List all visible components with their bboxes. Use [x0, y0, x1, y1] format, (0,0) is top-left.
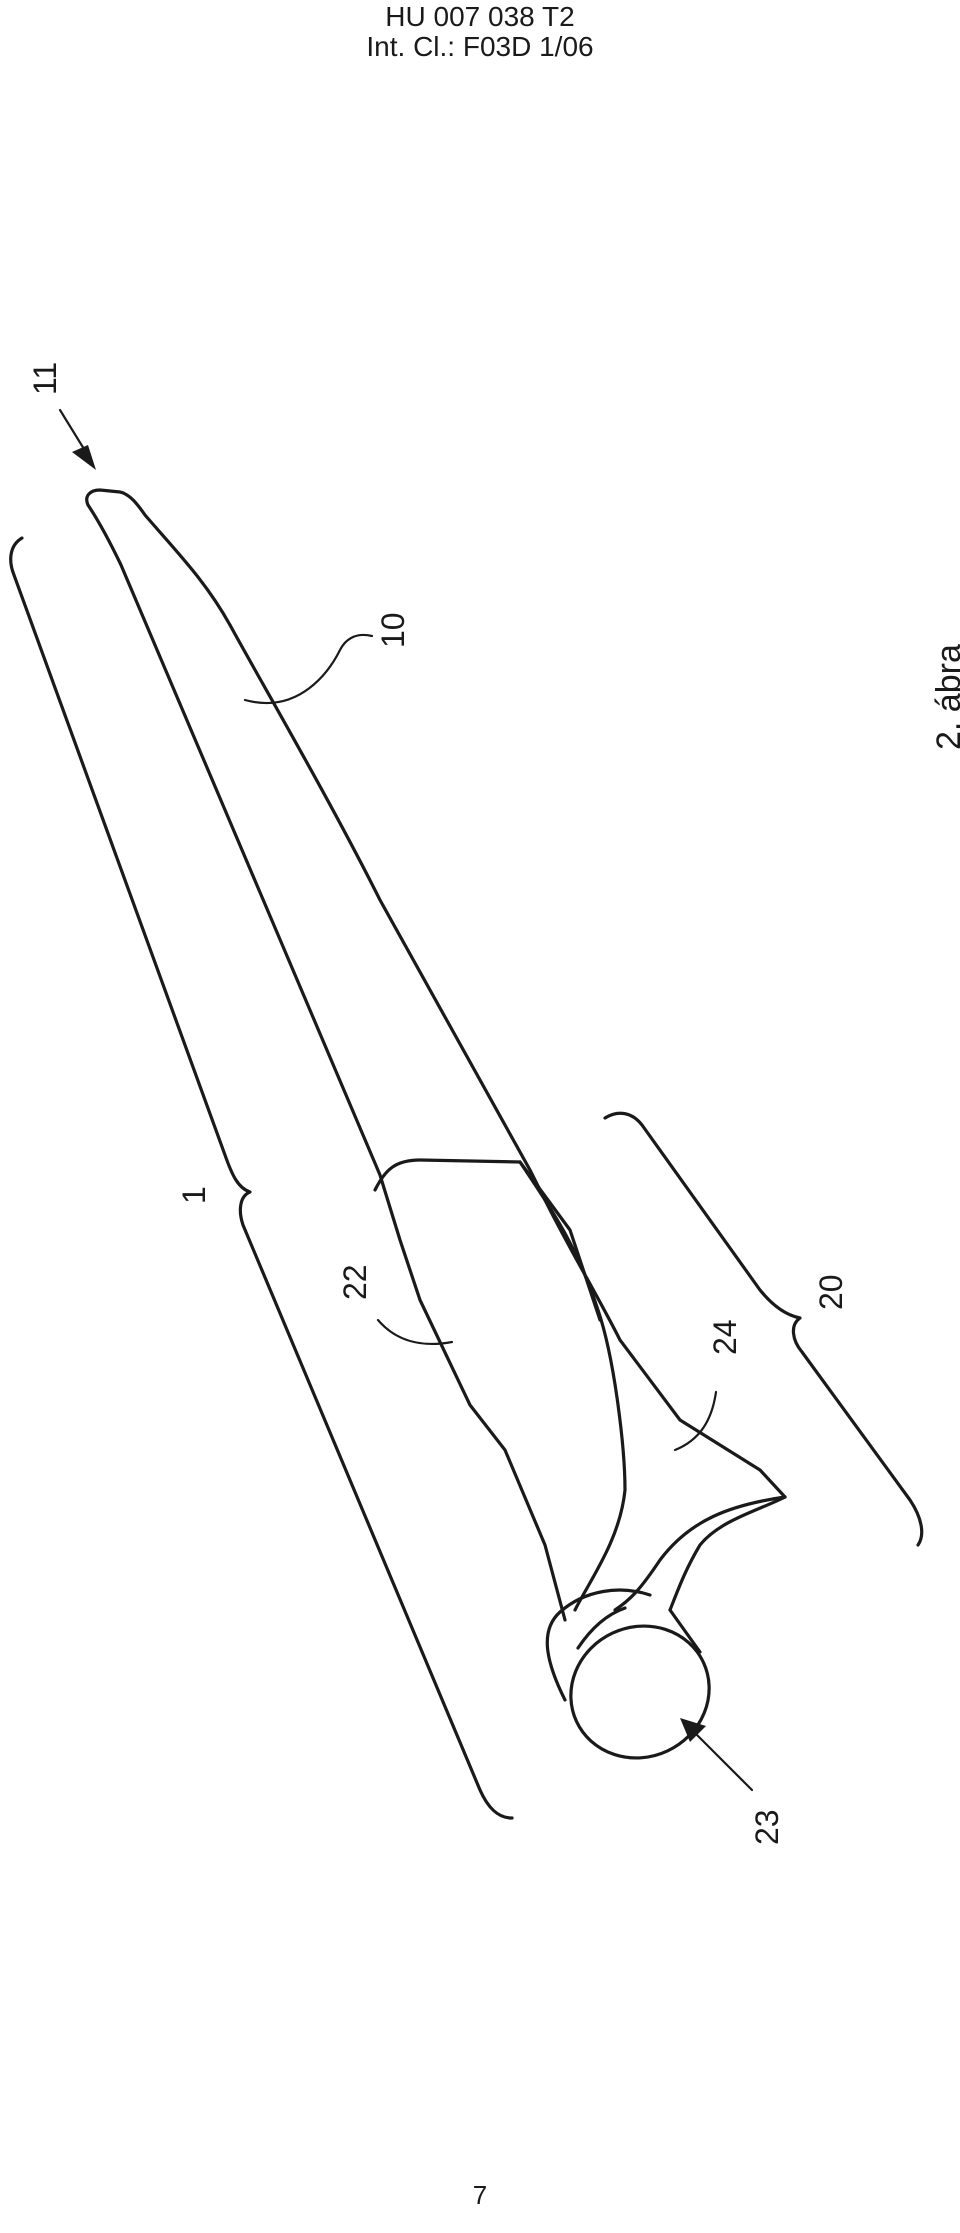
flange-lower-curve: [668, 1495, 787, 1612]
root-cylinder-end: [569, 1624, 711, 1760]
blade-lower-edge: [228, 623, 787, 1499]
root-cylinder-body: [545, 1588, 652, 1702]
label-23: 23: [749, 1809, 785, 1845]
brace-1: [9, 536, 514, 1820]
transition-flange: [613, 1495, 787, 1612]
classification: Int. Cl.: F03D 1/06: [366, 31, 594, 62]
label-20: 20: [813, 1274, 849, 1310]
document-number: HU 007 038 T2: [385, 1, 575, 32]
label-22: 22: [337, 1264, 373, 1300]
leader-24: [673, 1390, 718, 1452]
root-section-boundary: [373, 1158, 627, 1612]
page-number: 7: [472, 2180, 488, 2210]
brace-20: [603, 1111, 924, 1547]
blade-upper-edge: [86, 503, 567, 1622]
root-cylinder-side: [576, 1606, 627, 1650]
leader-10: [243, 633, 374, 704]
label-10: 10: [375, 612, 411, 648]
label-1: 1: [176, 1186, 212, 1204]
arrow-11-head: [72, 445, 96, 470]
arrow-23-head: [680, 1718, 706, 1742]
blade-tip: [85, 488, 232, 627]
root-inner-line: [518, 1160, 602, 1322]
label-24: 24: [707, 1319, 743, 1355]
leader-22: [376, 1318, 454, 1346]
flange-cone-edge: [668, 1608, 702, 1654]
arrow-23-shaft: [688, 1726, 754, 1792]
label-11: 11: [27, 362, 63, 395]
figure-caption: 2. ábra: [930, 644, 960, 750]
